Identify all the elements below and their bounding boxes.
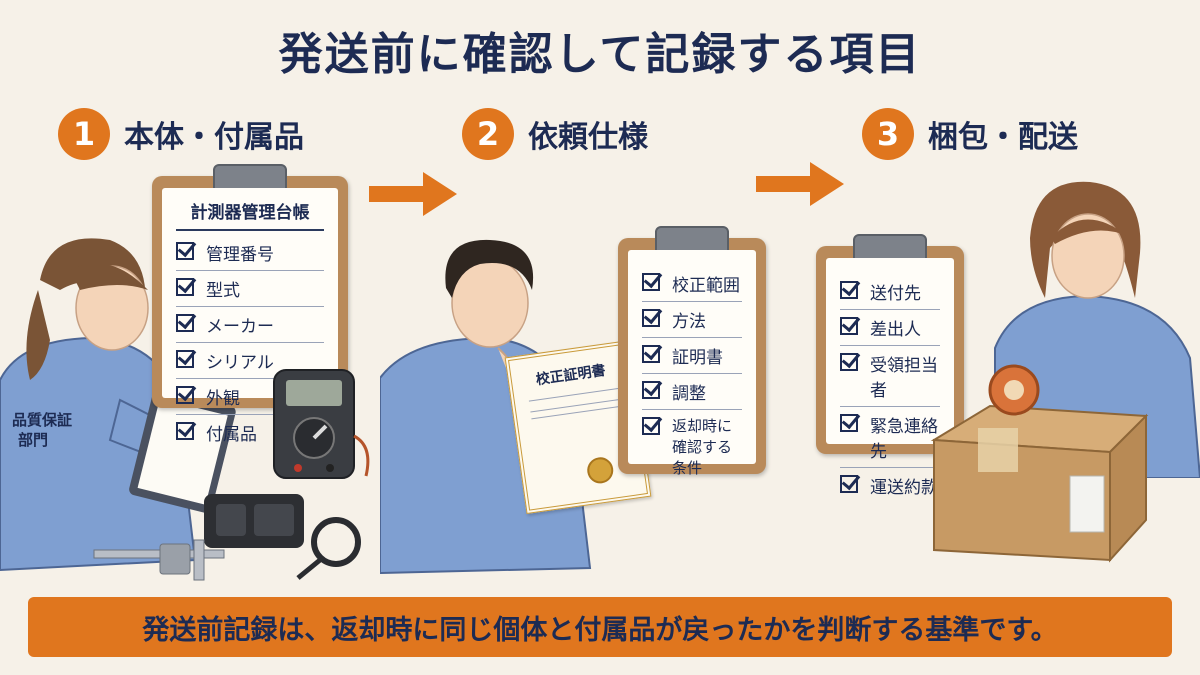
step-1-header: 1 本体・付属品 — [58, 108, 304, 160]
certificate-title: 校正証明書 — [534, 362, 607, 389]
step-2-clipboard: 校正範囲 方法 証明書 調整 返却時に確認する条件 — [618, 226, 766, 477]
checkbox-icon — [176, 350, 194, 368]
step-3-clipboard: 送付先 差出人 受領担当者 緊急連絡先 運送約款 — [816, 234, 964, 498]
check-item: 付属品 — [176, 415, 324, 450]
checkbox-icon — [176, 242, 194, 260]
step-2-header: 2 依頼仕様 — [462, 108, 648, 160]
clipboard-sheet: 送付先 差出人 受領担当者 緊急連絡先 運送約款 — [826, 258, 954, 498]
badge-line-1: 品質保証 — [12, 411, 72, 429]
arrow-right-icon — [369, 172, 457, 216]
check-item: 差出人 — [840, 310, 940, 346]
multimeter-icon — [273, 369, 370, 479]
checkbox-icon — [840, 353, 858, 371]
check-item: 送付先 — [840, 274, 940, 310]
badge-line-2: 部門 — [18, 431, 48, 449]
page-title: 発送前に確認して記録する項目 — [278, 29, 922, 80]
caliper-icon — [93, 539, 225, 581]
check-item: 型式 — [176, 271, 324, 307]
check-item: シリアル — [176, 343, 324, 379]
cardboard-box-icon — [930, 404, 1149, 563]
step-1-number: 1 — [58, 108, 110, 160]
step-3-title: 梱包・配送 — [928, 120, 1078, 155]
checkbox-icon — [840, 281, 858, 299]
step-3-number: 3 — [862, 108, 914, 160]
checkbox-icon — [176, 314, 194, 332]
seal-icon — [585, 455, 615, 486]
checkbox-icon — [176, 422, 194, 440]
check-item: 証明書 — [642, 338, 742, 374]
step-2-number: 2 — [462, 108, 514, 160]
checkbox-icon — [642, 345, 660, 363]
tape-dispenser-icon — [988, 364, 1040, 416]
check-item: 校正範囲 — [642, 266, 742, 302]
check-item: 調整 — [642, 374, 742, 410]
equipment-case-icon — [204, 494, 304, 548]
checkbox-icon — [840, 475, 858, 493]
checkbox-icon — [176, 278, 194, 296]
arrow-right-icon — [756, 162, 844, 206]
checkbox-icon — [642, 417, 660, 435]
checkbox-icon — [642, 273, 660, 291]
step-2-title: 依頼仕様 — [528, 120, 648, 155]
check-item: 方法 — [642, 302, 742, 338]
summary-caption: 発送前記録は、返却時に同じ個体と付属品が戻ったかを判断する基準です。 — [28, 597, 1172, 657]
step-1-sheet-title: 計測器管理台帳 — [176, 198, 324, 231]
check-item: 緊急連絡先 — [840, 407, 940, 468]
check-item: 管理番号 — [176, 235, 324, 271]
checkbox-icon — [840, 414, 858, 432]
check-item: 返却時に確認する条件 — [642, 410, 742, 483]
checkbox-icon — [642, 309, 660, 327]
step-1-staff-illustration: 品質保証 部門 — [0, 238, 236, 572]
cable-icon — [296, 517, 361, 580]
check-item: 受領担当者 — [840, 346, 940, 407]
checkbox-icon — [176, 386, 194, 404]
step-3-header: 3 梱包・配送 — [862, 108, 1078, 160]
check-item: 外観 — [176, 379, 324, 415]
clipboard-sheet: 計測器管理台帳 管理番号 型式 メーカー シリアル 外観 付属品 — [162, 188, 338, 445]
check-item: 運送約款 — [840, 468, 940, 503]
step-1-title: 本体・付属品 — [124, 120, 304, 155]
checkbox-icon — [840, 317, 858, 335]
check-item: メーカー — [176, 307, 324, 343]
checkbox-icon — [642, 381, 660, 399]
clipboard-sheet: 校正範囲 方法 証明書 調整 返却時に確認する条件 — [628, 250, 756, 477]
